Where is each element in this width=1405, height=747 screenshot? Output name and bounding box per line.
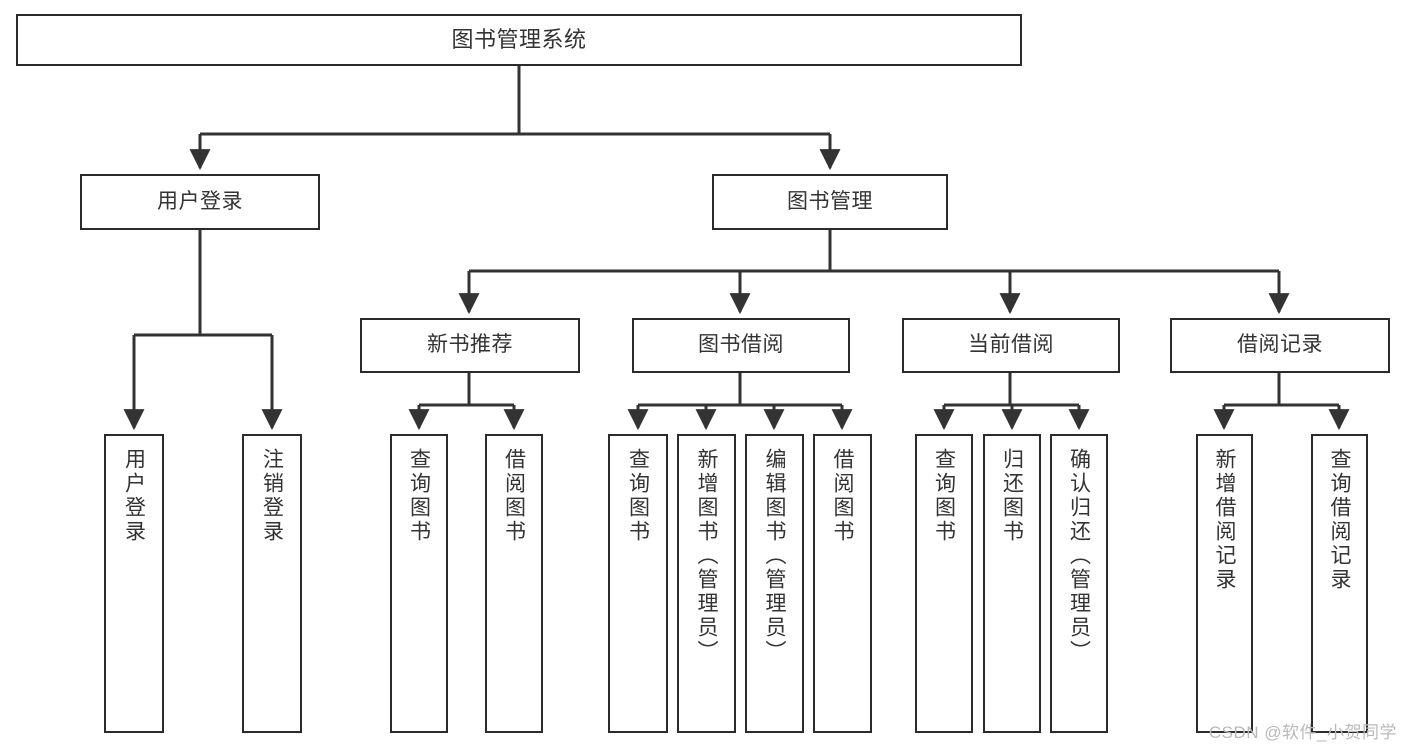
- leaf-confirm-return[interactable]: 确认归还（管理员）: [1050, 434, 1108, 733]
- leaf-logout-login[interactable]: 注销登录: [242, 434, 302, 733]
- node-book-borrow-label: 图书借阅: [698, 333, 784, 357]
- node-new-book-recommend-label: 新书推荐: [427, 333, 513, 357]
- leaf-add-book-admin-label: 新增图书（管理员）: [695, 448, 718, 664]
- node-borrow-record-label: 借阅记录: [1237, 333, 1323, 357]
- watermark: CSDN @软件_小贺同学: [1208, 723, 1397, 742]
- leaf-query-book-3-label: 查询图书: [932, 448, 956, 544]
- leaf-return-book-label: 归还图书: [1000, 448, 1024, 544]
- leaf-edit-book-admin-label: 编辑图书（管理员）: [763, 448, 786, 664]
- leaf-add-borrow-record[interactable]: 新增借阅记录: [1196, 434, 1253, 733]
- leaf-confirm-return-label: 确认归还（管理员）: [1067, 448, 1091, 664]
- leaf-borrow-book-2[interactable]: 借阅图书: [813, 434, 872, 733]
- leaf-borrow-book-1-label: 借阅图书: [502, 448, 526, 544]
- leaf-user-login-label: 用户登录: [122, 448, 146, 544]
- leaf-edit-book-admin[interactable]: 编辑图书（管理员）: [745, 434, 804, 733]
- leaf-query-book-2-label: 查询图书: [626, 448, 650, 544]
- leaf-query-book-2[interactable]: 查询图书: [608, 434, 668, 733]
- leaf-query-book-3[interactable]: 查询图书: [915, 434, 973, 733]
- node-current-borrow-label: 当前借阅: [968, 333, 1054, 357]
- leaf-borrow-book-1[interactable]: 借阅图书: [485, 434, 543, 733]
- leaf-query-book-1[interactable]: 查询图书: [390, 434, 448, 733]
- leaf-borrow-book-2-label: 借阅图书: [831, 448, 854, 544]
- leaf-logout-login-label: 注销登录: [260, 448, 284, 544]
- leaf-return-book[interactable]: 归还图书: [983, 434, 1041, 733]
- node-root[interactable]: 图书管理系统: [16, 14, 1022, 66]
- node-book-management-label: 图书管理: [787, 189, 873, 213]
- leaf-query-book-1-label: 查询图书: [407, 448, 431, 544]
- node-book-management[interactable]: 图书管理: [712, 174, 948, 230]
- leaf-add-book-admin[interactable]: 新增图书（管理员）: [677, 434, 736, 733]
- node-root-label: 图书管理系统: [451, 27, 587, 53]
- leaf-query-borrow-record[interactable]: 查询借阅记录: [1311, 434, 1368, 733]
- node-new-book-recommend[interactable]: 新书推荐: [360, 318, 580, 373]
- node-current-borrow[interactable]: 当前借阅: [902, 318, 1120, 373]
- node-borrow-record[interactable]: 借阅记录: [1170, 318, 1390, 373]
- leaf-query-borrow-record-label: 查询借阅记录: [1328, 448, 1351, 592]
- node-user-login[interactable]: 用户登录: [80, 174, 320, 230]
- node-book-borrow[interactable]: 图书借阅: [632, 318, 850, 373]
- leaf-add-borrow-record-label: 新增借阅记录: [1213, 448, 1236, 592]
- leaf-user-login[interactable]: 用户登录: [104, 434, 164, 733]
- node-user-login-label: 用户登录: [157, 189, 243, 213]
